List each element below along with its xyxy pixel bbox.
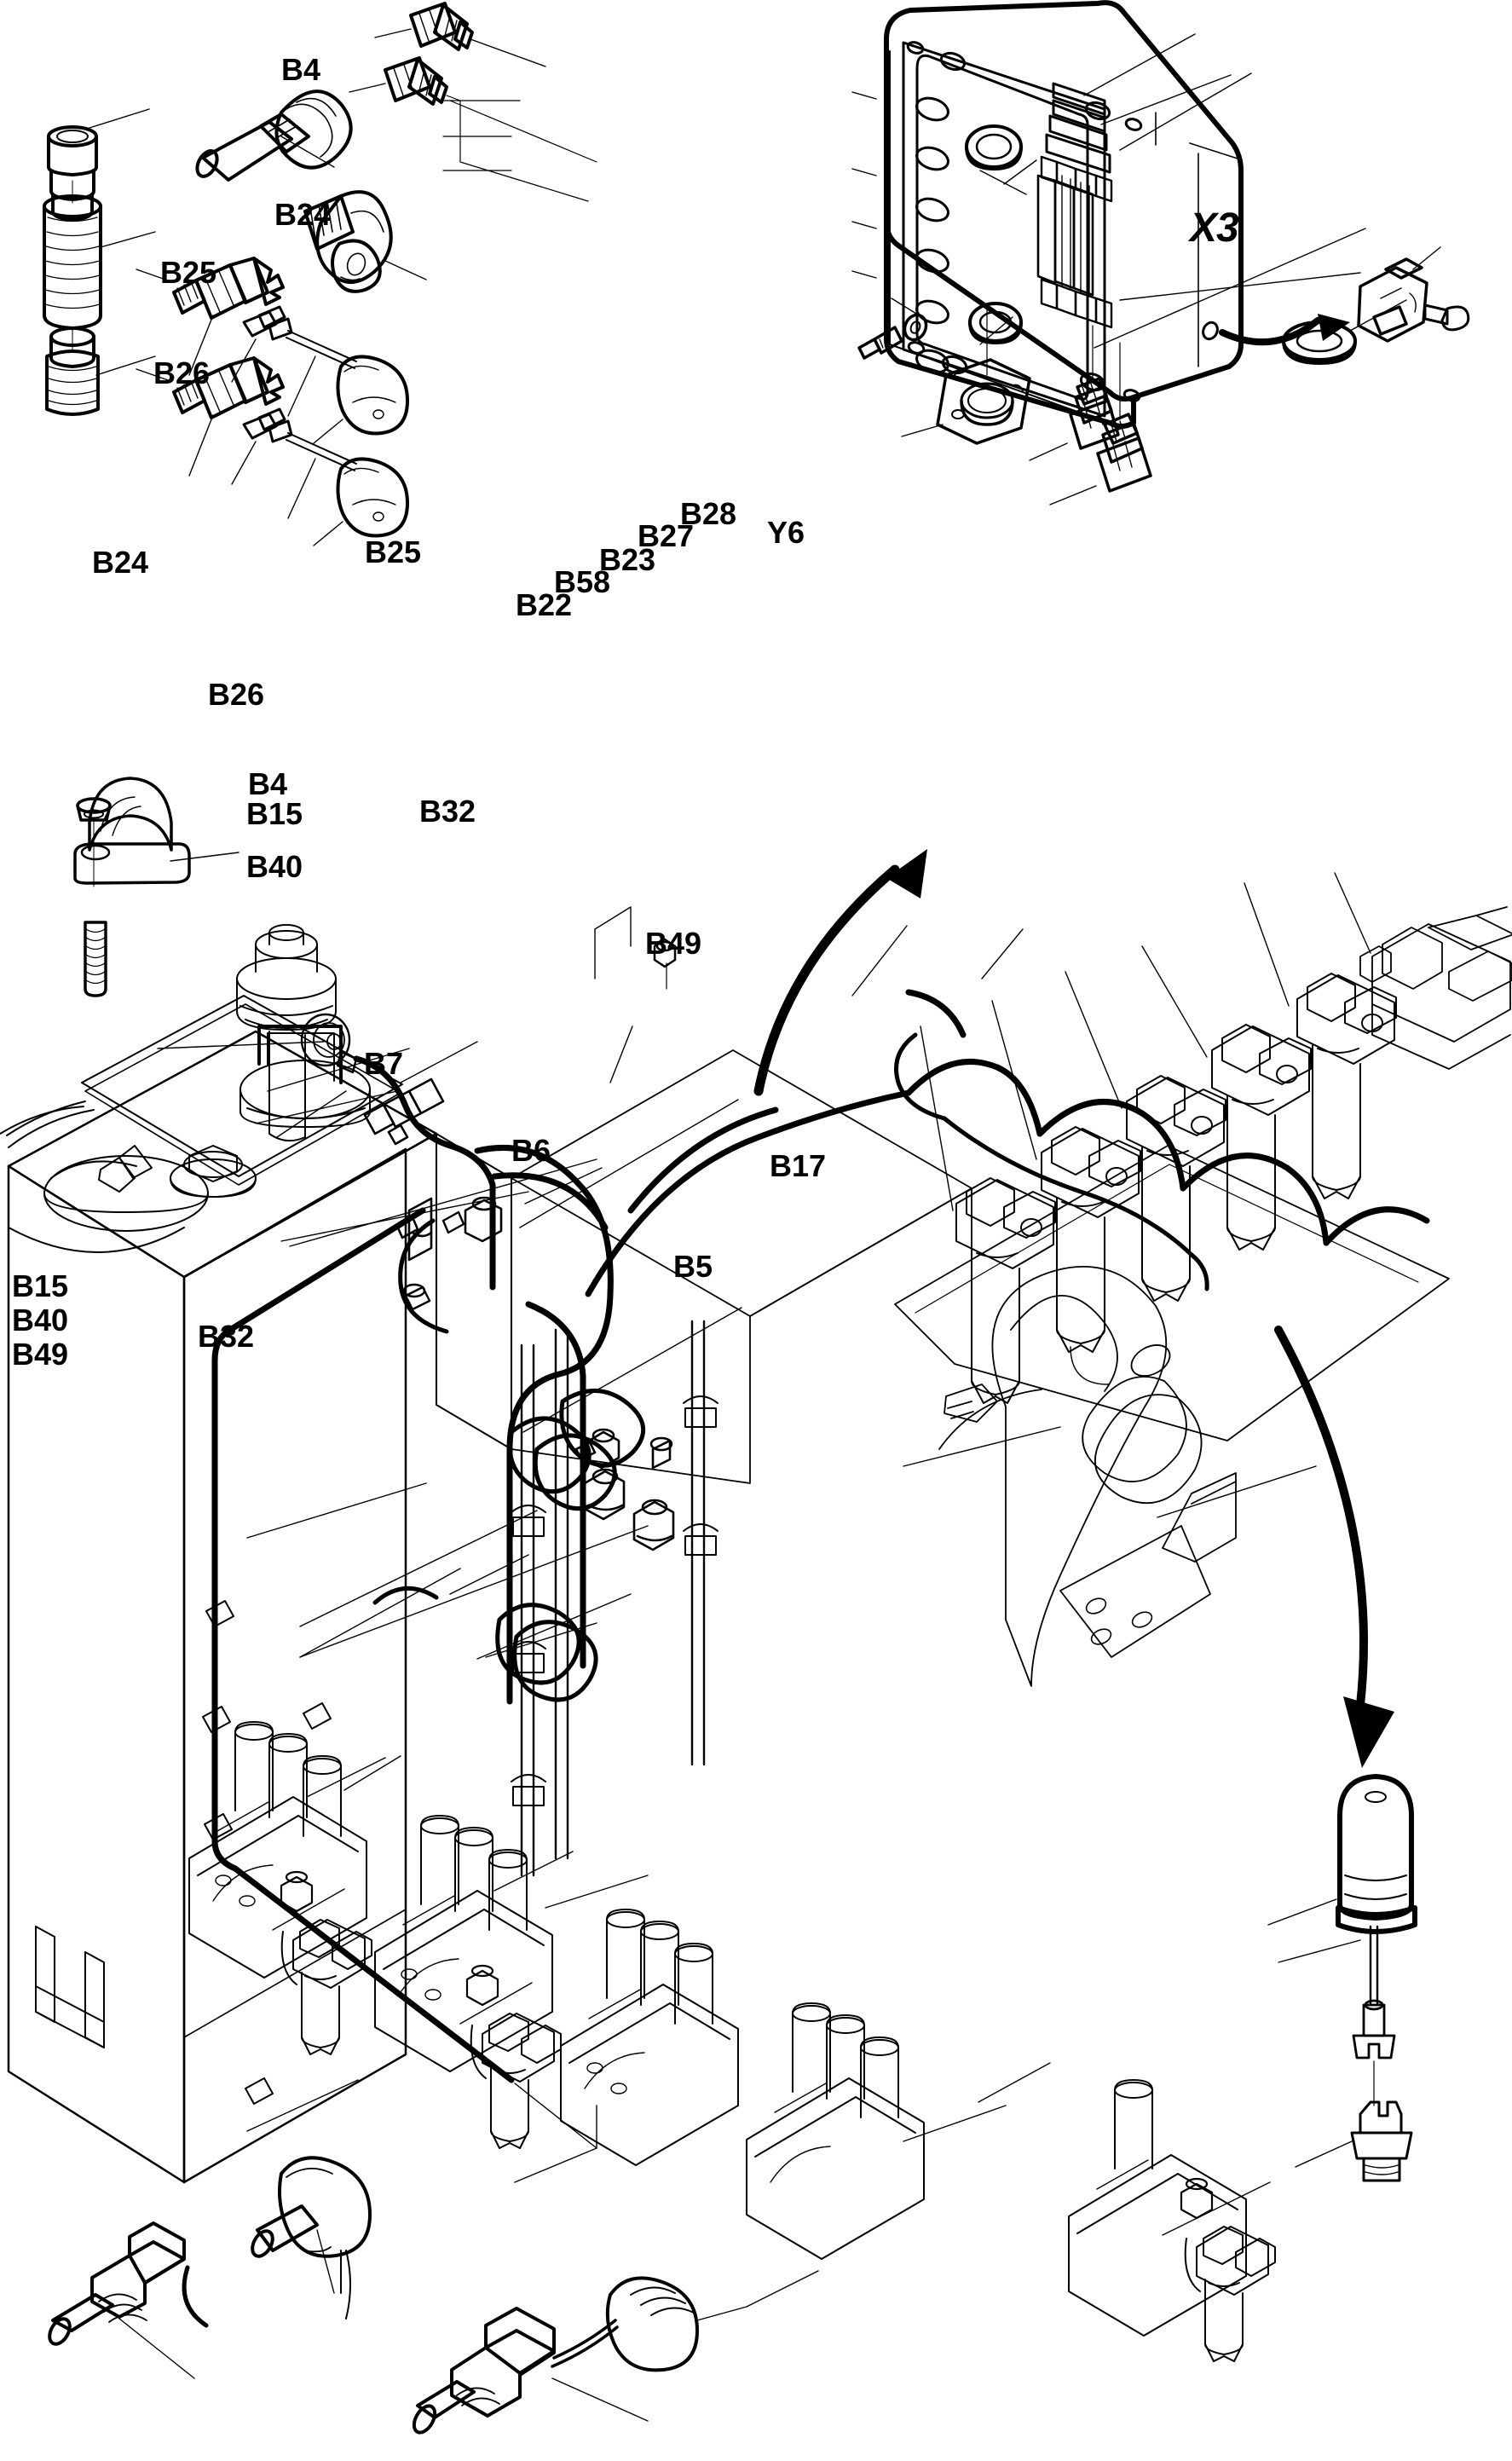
tank-side-fittings — [402, 1210, 465, 1311]
label-b7: B7 — [364, 1046, 404, 1081]
label-y6: Y6 — [767, 515, 805, 550]
protective-boot-upper — [313, 355, 409, 444]
switch-sensor-upper — [136, 257, 285, 376]
label-b27: B27 — [638, 518, 695, 553]
label-b58: B58 — [554, 564, 611, 599]
arrow-to-beacon — [1274, 1326, 1394, 1768]
hose-routing — [211, 989, 1430, 2083]
port-fitting-a — [374, 2, 546, 67]
engine-sensors — [280, 1870, 1276, 2362]
rigid-pipes — [520, 1320, 706, 1877]
small-plug-b49 — [594, 906, 677, 990]
line-fittings — [363, 1077, 675, 1551]
line-sensor-b25 — [464, 1196, 503, 1243]
label-b32-bottom: B32 — [198, 1319, 255, 1354]
solenoid-connector — [1357, 246, 1470, 343]
label-b24-assembly: B24 — [92, 545, 149, 580]
temperature-switch-b17 — [1295, 2100, 1413, 2182]
label-b15-b40-b49: B15 B40 B49 — [12, 1268, 69, 1372]
label-b15-assembly: B15 — [246, 796, 303, 831]
label-b28: B28 — [680, 496, 737, 531]
beacon-wire — [1278, 1925, 1379, 2005]
spade-connector-lower — [231, 407, 357, 519]
label-b25-assembly: B25 — [365, 534, 422, 569]
spool-valve-stack — [1036, 82, 1113, 329]
solenoid-valve — [1359, 906, 1512, 1070]
label-x3: X3 — [1190, 205, 1239, 251]
mushroom-sender — [303, 190, 427, 293]
line-sensor-b15 — [583, 1468, 626, 1521]
label-b26-top: B26 — [153, 355, 211, 390]
label-b32-assembly: B32 — [419, 794, 476, 829]
filter-bank — [955, 973, 1397, 1404]
engine-valve-rail — [188, 1721, 1247, 2337]
label-b49: B49 — [645, 926, 702, 961]
straight-fitting-2 — [1049, 342, 1152, 505]
pipe-clamps — [202, 1395, 718, 2105]
label-b6: B6 — [511, 1133, 551, 1168]
protective-boot-lower — [313, 457, 409, 546]
label-b5: B5 — [673, 1249, 713, 1284]
beacon-lamp — [1267, 1774, 1417, 1934]
label-b23: B23 — [599, 542, 656, 577]
arrow-to-solenoid — [1202, 314, 1350, 346]
switch-sensor-lower — [136, 356, 285, 477]
valve-manifold-block — [851, 0, 1366, 429]
lock-ring — [1282, 299, 1407, 365]
bolt-and-washer — [857, 298, 928, 360]
hose-sleeve-stack — [43, 108, 156, 416]
pipe-clamp-assembly — [73, 777, 239, 997]
label-b22: B22 — [516, 587, 573, 622]
straight-fitting-1 — [1029, 325, 1120, 461]
inline-coupler — [363, 1077, 445, 1146]
bottom-left-sensor-round — [251, 2156, 372, 2319]
tank-line-clamp — [395, 1197, 433, 1262]
ball-joint-sensor — [195, 90, 353, 182]
line-sensor-b4 — [574, 1428, 620, 1470]
leader-lines — [157, 872, 1371, 2308]
bottom-left-sensor-hex — [48, 2221, 195, 2379]
bottom-boot-b32 — [605, 2276, 747, 2372]
machine-deck — [436, 1049, 1450, 1484]
flange-adapter — [901, 304, 1031, 445]
spade-terminal — [1352, 1999, 1396, 2059]
label-b26-assembly: B26 — [208, 677, 265, 712]
label-b40-assembly: B40 — [246, 849, 303, 884]
hydraulic-tank — [0, 924, 438, 2184]
line-sensor-b40 — [632, 1499, 675, 1551]
bottom-sensor-b32 — [412, 2307, 649, 2435]
label-b25-top: B25 — [160, 255, 217, 290]
label-b4-top: B4 — [281, 52, 321, 87]
label-b24-top: B24 — [274, 197, 332, 232]
label-b4-assembly: B4 — [248, 766, 288, 801]
arrow-to-valve-block — [753, 849, 927, 1096]
boom-pivot — [938, 1265, 1237, 1687]
label-b17: B17 — [770, 1148, 827, 1183]
port-fitting-b — [349, 56, 597, 202]
line-sensor-b32 — [649, 1436, 673, 1470]
